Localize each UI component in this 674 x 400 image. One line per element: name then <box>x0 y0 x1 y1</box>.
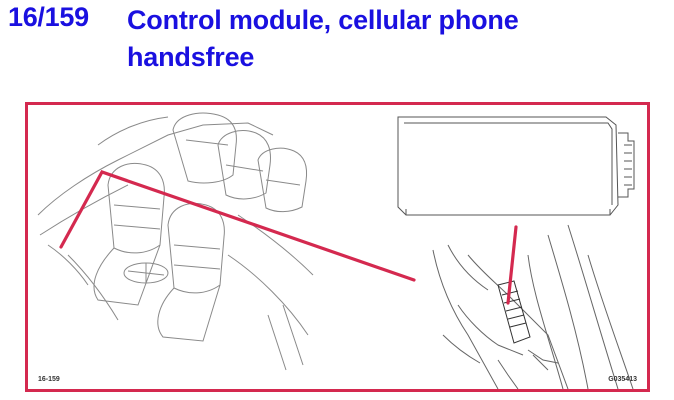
installation-detail-drawing <box>432 224 634 389</box>
pointer-line-module <box>506 225 518 305</box>
illustration <box>37 112 635 389</box>
module-enlarged-drawing <box>397 116 635 216</box>
figure-label-left: 16-159 <box>38 376 60 383</box>
indicator-lines <box>59 170 518 305</box>
car-interior-drawing <box>37 112 314 371</box>
figure-frame: 16-159 G035413 <box>25 102 650 392</box>
section-number: 16/159 <box>8 2 89 32</box>
page-title: Control module, cellular phone handsfree <box>127 5 519 72</box>
figure-label-right: G035413 <box>608 376 637 383</box>
pointer-line-car <box>59 170 416 282</box>
